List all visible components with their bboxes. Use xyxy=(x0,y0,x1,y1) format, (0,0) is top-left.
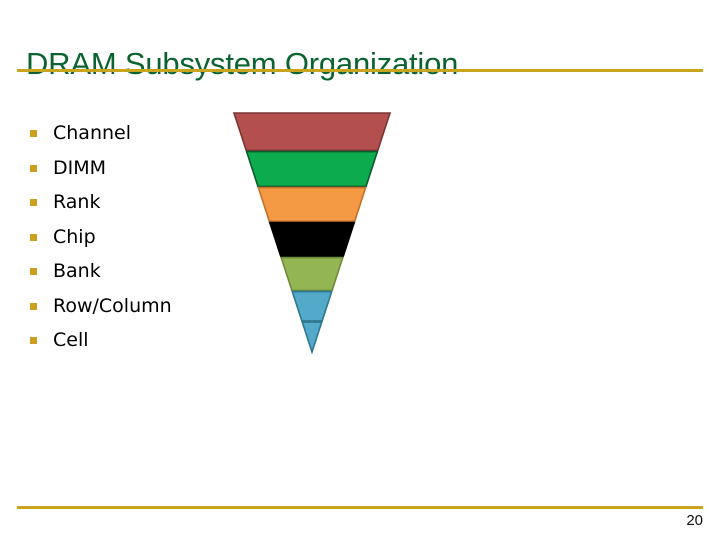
bullet-square-icon xyxy=(30,164,37,172)
list-item: Chip xyxy=(28,220,218,255)
list-item-label: Channel xyxy=(53,122,132,144)
funnel-segment: Bank xyxy=(280,256,344,292)
bullet-square-icon xyxy=(30,233,37,241)
list-item-label: DIMM xyxy=(53,156,107,179)
list-item: Bank xyxy=(28,254,218,289)
title-divider xyxy=(17,69,703,72)
list-item: Cell xyxy=(28,323,218,358)
list-item: Row/Column xyxy=(28,289,218,324)
list-item-label: Row/Column xyxy=(53,294,172,317)
list-item-label: Bank xyxy=(53,260,101,282)
funnel-segment: Cell xyxy=(301,321,323,355)
list-item: DIMM xyxy=(28,151,218,186)
funnel-segment: Channel xyxy=(232,112,392,152)
funnel-segment: Rank xyxy=(257,186,367,223)
bullet-square-icon xyxy=(30,199,37,206)
list-item-label: Cell xyxy=(53,329,89,351)
list-item-label: Chip xyxy=(53,225,96,248)
funnel-segment: Chip xyxy=(268,221,356,258)
bullet-square-icon xyxy=(30,337,37,344)
footer-divider xyxy=(17,506,703,509)
funnel-segment: DIMM xyxy=(245,150,379,188)
funnel-segment: Row/Column xyxy=(291,290,333,322)
bullet-square-icon xyxy=(30,302,37,310)
list-item: Channel xyxy=(28,116,218,151)
bullet-list: Channel DIMM Rank Chip Bank Row/Column C… xyxy=(28,116,218,358)
page-title: DRAM Subsystem Organization xyxy=(26,45,459,81)
page-number: 20 xyxy=(686,512,703,529)
bullet-square-icon xyxy=(30,130,37,137)
list-item: Rank xyxy=(28,185,218,220)
bullet-square-icon xyxy=(30,268,37,275)
list-item-label: Rank xyxy=(53,191,101,213)
